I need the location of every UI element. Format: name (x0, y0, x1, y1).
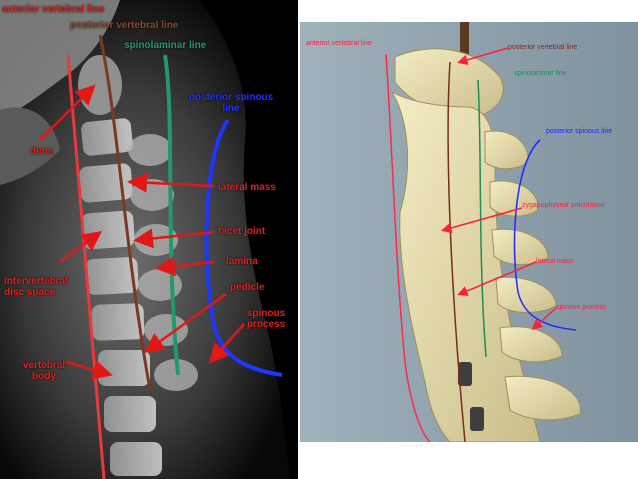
model-label-zygapophyseal-articulation: zygapophyseal articulation (522, 202, 605, 209)
xray-label-anterior-vertebral-line: anterior vertebral line (2, 4, 105, 15)
xray-label-spinous-process: spinous process (246, 308, 286, 330)
model-spinolaminar-line-trace (477, 79, 487, 358)
model-screw (458, 362, 472, 386)
model-label-posterior-spinous-line: posterior spinous line (546, 128, 613, 135)
model-screw (470, 407, 484, 431)
xray-label-facet-joint: facet joint (218, 226, 266, 237)
xray-label-spinolaminar-line: spinolaminar line (124, 40, 207, 51)
vertebral-bodies (79, 118, 162, 476)
model-drawing (300, 22, 638, 442)
model-label-anterior-vertebral-line: anterior vertebral line (306, 40, 372, 47)
xray-drawing (0, 0, 298, 479)
xray-label-pedicle: pedicle (230, 282, 265, 293)
skull-base (0, 0, 120, 120)
annotation-arrows (39, 84, 245, 380)
posterior-vertebral-line-trace (98, 34, 152, 391)
model-posterior-spinous-line-trace (513, 139, 577, 331)
spine-model-panel: anterior vertebral line posterior verteb… (300, 22, 638, 442)
xray-label-dens: dens (30, 146, 54, 157)
jaw-shadow (0, 107, 60, 185)
model-label-posterior-vertebral-line: posterior vertebral line (508, 44, 578, 51)
xray-label-lamina: lamina (226, 256, 258, 267)
xray-label-intervertebral-disc-space: intervertebral disc space (4, 276, 68, 298)
spine-model (390, 48, 581, 442)
xray-label-lateral-mass: lateral mass (218, 182, 276, 193)
xray-label-posterior-spinous-line: posterior spinous line (188, 92, 274, 114)
xray-image-panel: anterior vertebral line posterior verteb… (0, 0, 298, 479)
model-label-spinolaminar-line: spinolaminar line (514, 70, 567, 77)
model-posterior-vertebral-line-trace (447, 61, 466, 442)
xray-label-vertebral-body: vertebral body (22, 360, 66, 382)
spinolaminar-line-trace (163, 54, 180, 376)
model-label-lateral-mass: lateral mass (536, 258, 574, 265)
posterior-spinous-line-trace (204, 118, 283, 377)
model-label-spinous-process: spinous process (556, 304, 607, 311)
xray-label-posterior-vertebral-line: posterior vertebral line (70, 20, 179, 31)
model-anterior-line-trace (385, 53, 431, 442)
model-annotation-arrows (441, 47, 557, 331)
dens-bone (78, 55, 122, 115)
